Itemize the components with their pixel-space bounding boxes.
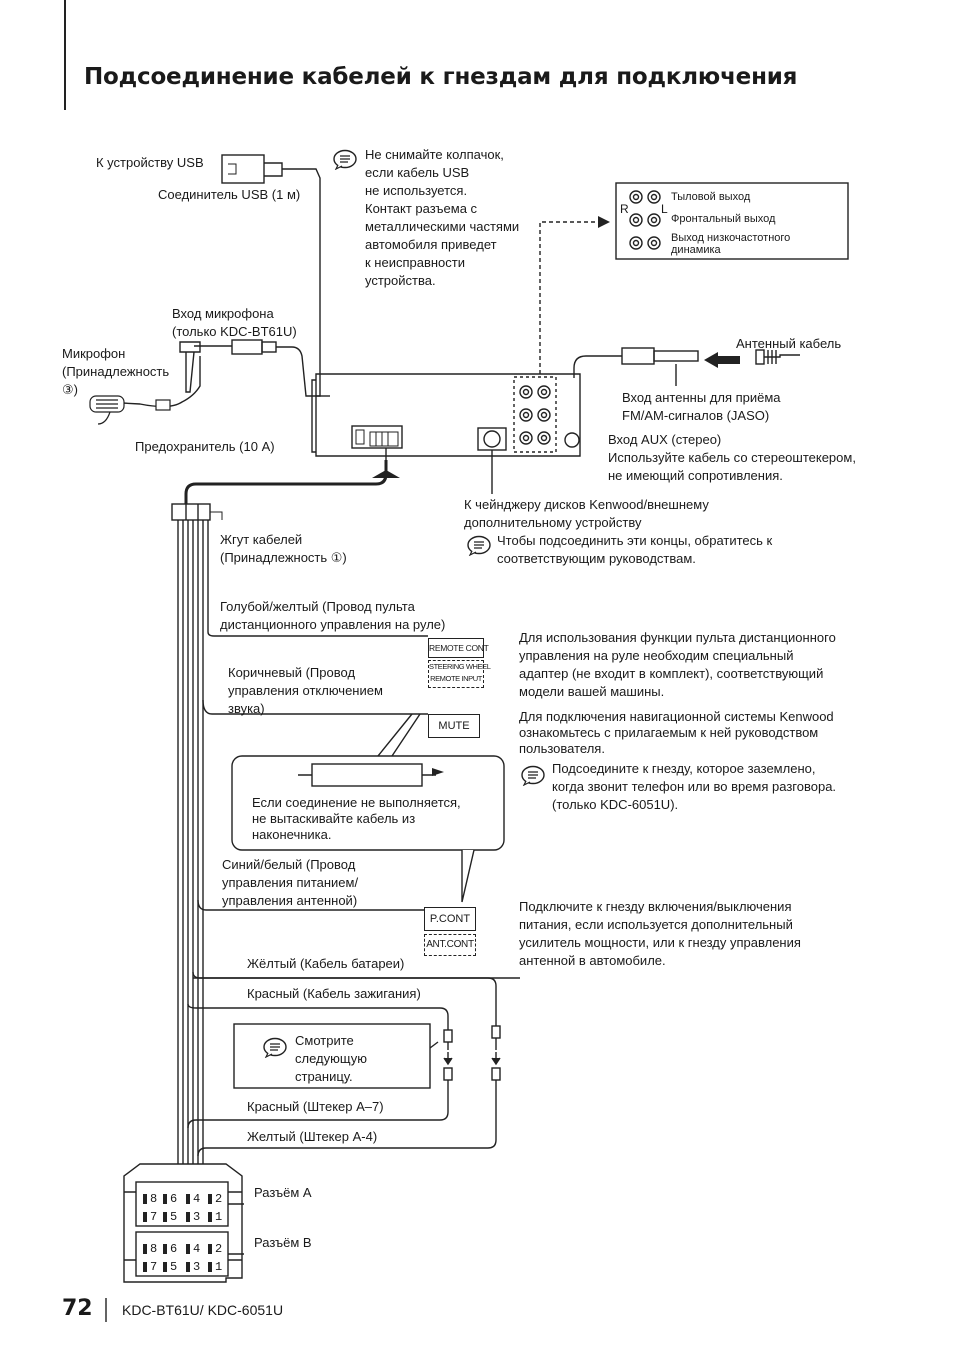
pin: 4 xyxy=(193,1242,201,1256)
output-r: R xyxy=(620,202,629,216)
pin: 2 xyxy=(215,1192,223,1206)
page-number: 72 xyxy=(62,1296,93,1321)
wire-yellow-a4: Желтый (Штекер A-4) xyxy=(247,1129,378,1144)
fuse-label: Предохранитель (10 A) xyxy=(135,439,275,454)
wire-yellow: Жёлтый (Кабель батареи) xyxy=(247,956,405,971)
pin: 3 xyxy=(193,1210,201,1224)
wire-red-a7: Красный (Штекер A–7) xyxy=(247,1099,384,1114)
model-name: KDC-BT61U/ KDC-6051U xyxy=(122,1302,284,1318)
note-icon xyxy=(521,765,545,786)
aux-label: Вход AUX (стерео) Используйте кабель со … xyxy=(608,432,856,483)
antenna-cable-label: Антенный кабель xyxy=(736,336,842,351)
usb-device-label: К устройству USB xyxy=(96,155,204,170)
tag-steering-wheel-line1: STEERING WHEEL xyxy=(429,662,491,671)
changer-label: К чейнджеру дисков Kenwood/внешнему допо… xyxy=(464,497,709,530)
pin: 8 xyxy=(150,1192,158,1206)
wire-blue-white: Синий/белый (Провод управления питанием/… xyxy=(222,857,359,908)
changer-note: Чтобы подсоединить эти концы, обратитесь… xyxy=(497,533,773,566)
connector-b-label: Разъём B xyxy=(254,1235,312,1250)
output-front: Фронтальный выход xyxy=(671,213,776,225)
pin: 5 xyxy=(170,1260,178,1274)
page-title: Подсоединение кабелей к гнездам для подк… xyxy=(84,64,798,90)
tag-steering-wheel: STEERING WHEEL REMOTE INPUT xyxy=(428,660,491,688)
tag-mute: MUTE xyxy=(428,714,480,738)
note-pcont: Подключите к гнезду включения/выключения… xyxy=(519,899,801,968)
tag-steering-wheel-line2: REMOTE INPUT xyxy=(430,674,482,683)
note-steering: Для использования функции пульта дистанц… xyxy=(519,630,836,699)
usb-note: Не снимайте колпачок, если кабель USB не… xyxy=(365,147,520,288)
output-rear: Тыловой выход xyxy=(671,191,751,203)
note-icon xyxy=(467,535,491,556)
pin: 7 xyxy=(150,1260,158,1274)
note-mute-ground: Подсоедините к гнезду, которое заземлено… xyxy=(552,761,837,812)
harness-label: Жгут кабелей (Принадлежность ①) xyxy=(220,532,347,565)
usb-connector-label: Соединитель USB (1 м) xyxy=(158,187,301,202)
mic-input-label: Вход микрофона (только KDC-BT61U) xyxy=(172,306,297,339)
pin: 5 xyxy=(170,1210,178,1224)
antenna-input-label: Вход антенны для приёма FM/AM-сигналов (… xyxy=(622,390,781,423)
pin: 2 xyxy=(215,1242,223,1256)
note-icon xyxy=(333,149,357,170)
output-sub: Выход низкочастотного динамика xyxy=(671,232,791,256)
pin: 6 xyxy=(170,1192,178,1206)
microphone-label: Микрофон (Принадлежность ③) xyxy=(62,346,170,397)
pin: 1 xyxy=(215,1210,223,1224)
pin: 8 xyxy=(150,1242,158,1256)
tag-antcont: ANT.CONT xyxy=(424,934,476,956)
pin: 3 xyxy=(193,1260,201,1274)
wire-blue-yellow: Голубой/желтый (Провод пульта дистанцион… xyxy=(220,599,446,632)
note-icon xyxy=(263,1037,287,1058)
wire-red: Красный (Кабель зажигания) xyxy=(247,986,421,1001)
pin: 4 xyxy=(193,1192,201,1206)
wire-brown: Коричневый (Провод управления отключение… xyxy=(228,665,383,716)
pin: 6 xyxy=(170,1242,178,1256)
header-rule xyxy=(64,0,66,110)
tag-remote-cont: REMOTE CONT xyxy=(428,638,489,658)
connector-a-label: Разъём A xyxy=(254,1185,312,1200)
note-next-page: Смотрите следующую страницу. xyxy=(295,1033,367,1084)
tag-pcont: P.CONT xyxy=(424,907,476,931)
pin: 7 xyxy=(150,1210,158,1224)
note-terminal: Если соединение не выполняется, не вытас… xyxy=(252,795,461,842)
note-nav: Для подключения навигационной системы Ke… xyxy=(519,709,834,756)
pin: 1 xyxy=(215,1260,223,1274)
output-l: L xyxy=(661,202,668,216)
